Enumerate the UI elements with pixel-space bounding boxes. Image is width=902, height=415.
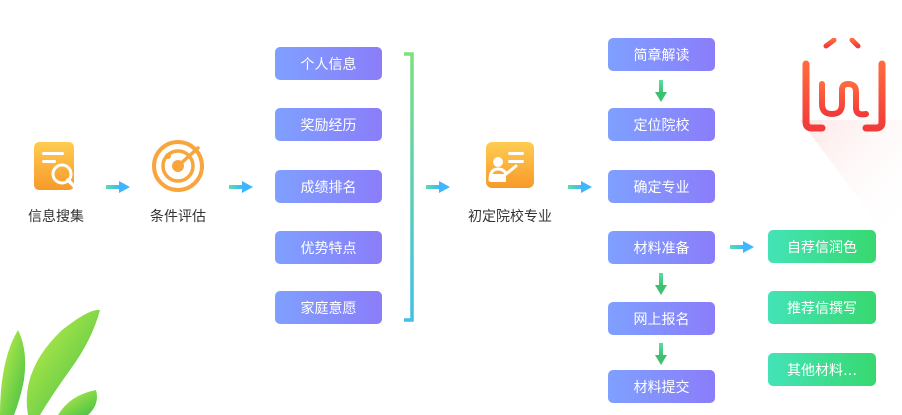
down-arrow — [655, 343, 667, 365]
flow-arrow — [426, 181, 450, 193]
process-brochure-reading: 简章解读 — [608, 38, 715, 71]
material-recommendation-letter: 推荐信撰写 — [768, 291, 876, 324]
material-personal-statement: 自荐信润色 — [768, 230, 876, 263]
down-arrow — [655, 273, 667, 295]
factor-family-wish: 家庭意愿 — [275, 291, 382, 324]
flow-arrow — [106, 181, 130, 193]
logo-shadow — [800, 120, 902, 230]
leaf-decoration — [0, 309, 100, 415]
search-document-icon — [34, 142, 78, 190]
flow-arrow — [730, 241, 754, 253]
radar-icon — [152, 140, 204, 192]
factor-grade-rank: 成绩排名 — [275, 170, 382, 203]
material-other: 其他材料… — [768, 353, 876, 386]
factor-personal-info: 个人信息 — [275, 47, 382, 80]
process-locate-school: 定位院校 — [608, 108, 715, 141]
step-initial-school-label: 初定院校专业 — [468, 209, 552, 225]
brand-logo-icon — [802, 38, 886, 132]
step-info-collect-label: 信息搜集 — [28, 209, 84, 225]
factor-strengths: 优势特点 — [275, 231, 382, 264]
flow-arrow — [568, 181, 592, 193]
teacher-board-icon — [486, 142, 534, 188]
process-online-apply: 网上报名 — [608, 302, 715, 335]
process-prepare-materials: 材料准备 — [608, 231, 715, 264]
process-submit-materials: 材料提交 — [608, 370, 715, 403]
down-arrow — [655, 80, 667, 102]
factor-awards: 奖励经历 — [275, 108, 382, 141]
process-confirm-major: 确定专业 — [608, 170, 715, 203]
flow-arrow — [229, 181, 253, 193]
step-condition-eval-label: 条件评估 — [150, 209, 206, 225]
bracket — [404, 52, 414, 322]
